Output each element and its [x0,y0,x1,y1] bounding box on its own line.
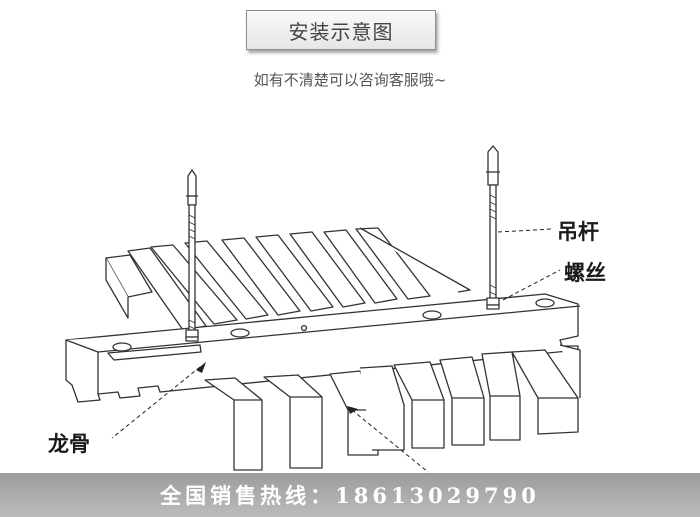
label-screw: 螺丝 [564,261,606,285]
label-keel: 龙骨 [48,432,90,456]
callout-arrowheads [196,362,358,414]
sales-hotline-banner: 全国销售热线：18613029790 [0,473,700,517]
hanger-rods [185,145,500,342]
page-title: 安装示意图 [246,10,436,50]
upper-channel-rows [105,227,471,331]
callout-leaders [111,228,561,473]
label-hanger-rod: 吊杆 [557,220,599,244]
page-subtitle: 如有不清楚可以咨询客服哦~ [253,71,447,89]
square-tube-rows [204,344,581,471]
